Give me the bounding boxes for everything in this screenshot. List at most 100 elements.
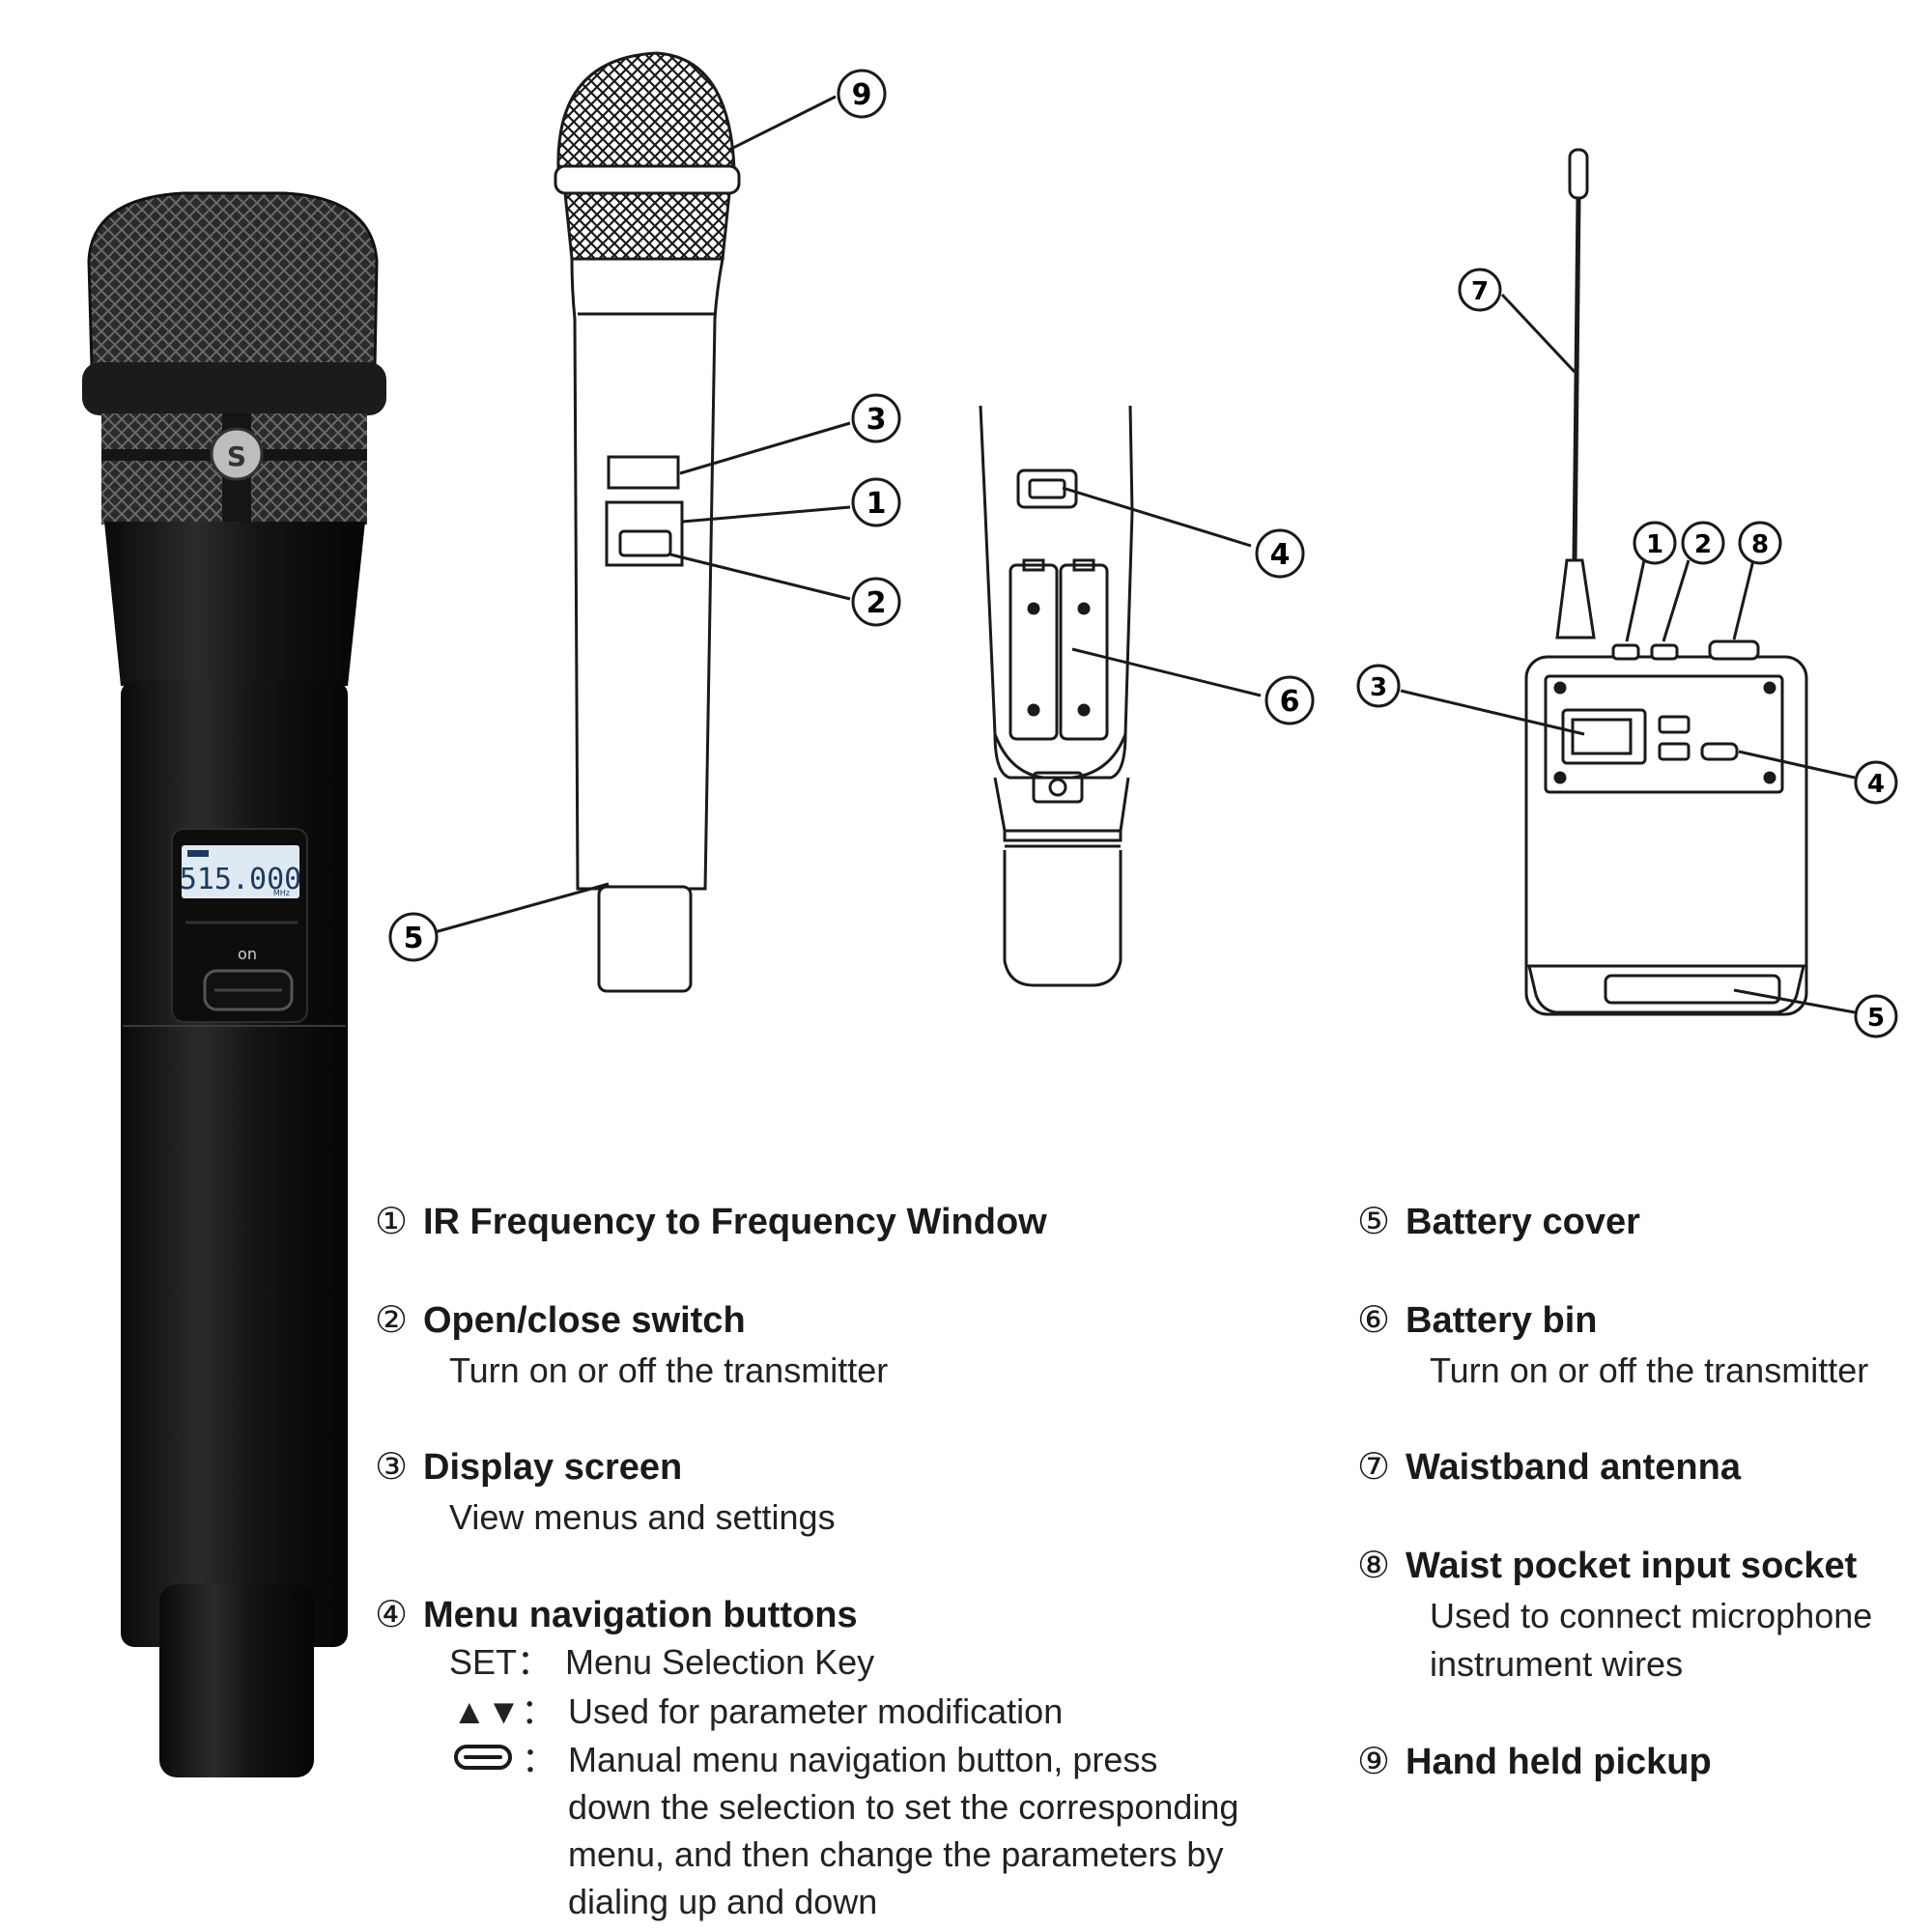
callout-pack-5: 5	[1854, 994, 1898, 1038]
callout-pack-2: 2	[1681, 521, 1725, 565]
svg-text:5: 5	[404, 922, 424, 955]
legend-num-4: ④	[375, 1595, 409, 1635]
legend-title-5: Battery cover	[1406, 1202, 1640, 1242]
switch-on-label: on	[238, 945, 257, 963]
battery-cell-right	[1059, 563, 1109, 741]
mic-logo-badge	[210, 427, 264, 481]
legend-desc-6: Turn on or off the transmitter	[1430, 1350, 1869, 1390]
callout-pack-1: 1	[1633, 521, 1677, 565]
battery-bay-lower	[993, 777, 1130, 833]
legend-item-7: ⑦ Waistband antenna	[1357, 1444, 1741, 1491]
set-key-desc: Menu Selection Key	[565, 1642, 875, 1682]
battery-bay-diagram	[979, 405, 1262, 987]
mic-handle	[121, 681, 348, 1647]
antenna-tip	[1568, 148, 1589, 200]
svg-text:2: 2	[1694, 530, 1712, 559]
bodypack-diagram	[1400, 148, 1856, 1016]
svg-text:S: S	[227, 440, 246, 472]
legend-title-7: Waistband antenna	[1406, 1447, 1741, 1488]
legend-num-5: ⑤	[1357, 1202, 1391, 1242]
callout-5: 5	[388, 912, 439, 962]
legend-item-9: ⑨ Hand held pickup	[1357, 1739, 1712, 1785]
handheld-display	[607, 455, 680, 490]
legend-title-6: Battery bin	[1406, 1300, 1598, 1341]
svg-text:2: 2	[867, 586, 887, 620]
battery-bay-button	[1016, 469, 1078, 509]
svg-text:1: 1	[867, 487, 887, 521]
legend-item-5: ⑤ Battery cover	[1357, 1199, 1640, 1245]
legend-num-8: ⑧	[1357, 1546, 1391, 1586]
dial-desc-line-2: down the selection to set the correspond…	[568, 1787, 1239, 1827]
legend-num-3: ③	[375, 1447, 409, 1488]
bodypack-dial-button	[1700, 742, 1739, 761]
battery-bay-cap	[1003, 850, 1122, 987]
callout-1: 1	[851, 477, 901, 527]
svg-text:9: 9	[852, 78, 872, 112]
legend-desc-8-line-1: Used to connect microphone	[1430, 1596, 1873, 1635]
legend-num-7: ⑦	[1357, 1447, 1391, 1488]
legend-desc-2: Turn on or off the transmitter	[449, 1350, 889, 1390]
svg-text:6: 6	[1280, 685, 1300, 719]
mic-neck	[104, 522, 365, 686]
bodypack-panel	[1544, 674, 1784, 794]
arrow-keys-label: ▲▼：	[452, 1691, 556, 1731]
battery-cell-left	[1009, 563, 1059, 741]
callout-9: 9	[837, 69, 887, 119]
svg-text:4: 4	[1867, 770, 1885, 799]
svg-text:3: 3	[867, 403, 887, 437]
legend-num-2: ②	[375, 1300, 409, 1341]
handheld-body	[570, 257, 724, 891]
microphone-photo: S 515.000 MHz on	[82, 191, 386, 1777]
callout-pack-7: 7	[1458, 268, 1502, 312]
handheld-lower-grille	[563, 191, 731, 261]
lcd-display	[182, 845, 299, 898]
legend-title-2: Open/close switch	[423, 1300, 746, 1341]
set-key-label: SET：	[449, 1642, 553, 1682]
callout-pack-8: 8	[1738, 521, 1782, 565]
legend-num-1: ①	[375, 1202, 409, 1242]
legend-title-9: Hand held pickup	[1406, 1742, 1712, 1782]
callout-pack-3: 3	[1356, 664, 1401, 708]
lcd-frequency: 515.000	[180, 863, 301, 896]
legend-title-4: Menu navigation buttons	[423, 1595, 858, 1635]
bodypack-display	[1561, 708, 1647, 765]
bodypack-up-button	[1658, 715, 1690, 734]
bodypack-input-socket	[1708, 639, 1760, 661]
svg-text:8: 8	[1751, 530, 1769, 559]
mic-grille-ring	[82, 362, 386, 415]
callout-bay-6: 6	[1264, 675, 1315, 725]
callout-pack-4: 4	[1854, 760, 1898, 805]
callout-3: 3	[851, 393, 901, 443]
handheld-grille-band	[554, 164, 741, 195]
dial-key-colon: ：	[522, 1740, 557, 1779]
legend-desc-3: View menus and settings	[449, 1497, 836, 1537]
handheld-switch-window	[605, 500, 684, 567]
legend-title-8: Waist pocket input socket	[1406, 1546, 1858, 1586]
bodypack-button-2	[1650, 643, 1679, 661]
svg-text:7: 7	[1471, 277, 1489, 306]
dial-button-icon	[454, 1745, 512, 1770]
lcd-unit: MHz	[273, 889, 290, 897]
legend-desc-8-line-2: instrument wires	[1430, 1644, 1684, 1684]
dial-desc-line-1: Manual menu navigation button, press	[568, 1740, 1158, 1779]
callouts: 9 3 1 2 5 4 6 7	[388, 69, 1898, 1038]
mic-grille	[87, 191, 379, 369]
handheld-diagram	[434, 51, 851, 993]
antenna-base	[1555, 558, 1596, 639]
arrow-keys-desc: Used for parameter modification	[568, 1691, 1064, 1731]
dial-desc-line-4: dialing up and down	[568, 1882, 878, 1921]
legend-num-6: ⑥	[1357, 1300, 1391, 1341]
callout-bay-4: 4	[1255, 528, 1305, 579]
legend-item-6: ⑥ Battery bin	[1357, 1297, 1597, 1344]
svg-text:1: 1	[1646, 530, 1663, 559]
handheld-switch	[618, 529, 672, 557]
svg-text:5: 5	[1867, 1004, 1885, 1033]
bodypack-button-1	[1611, 643, 1640, 661]
mic-end-cap	[159, 1584, 314, 1777]
legend-num-9: ⑨	[1357, 1742, 1391, 1782]
svg-text:4: 4	[1270, 538, 1291, 572]
legend-item-8: ⑧ Waist pocket input socket	[1357, 1543, 1857, 1589]
legend-item-4: ④ Menu navigation buttons	[375, 1592, 858, 1638]
handheld-end-cap	[597, 885, 693, 993]
